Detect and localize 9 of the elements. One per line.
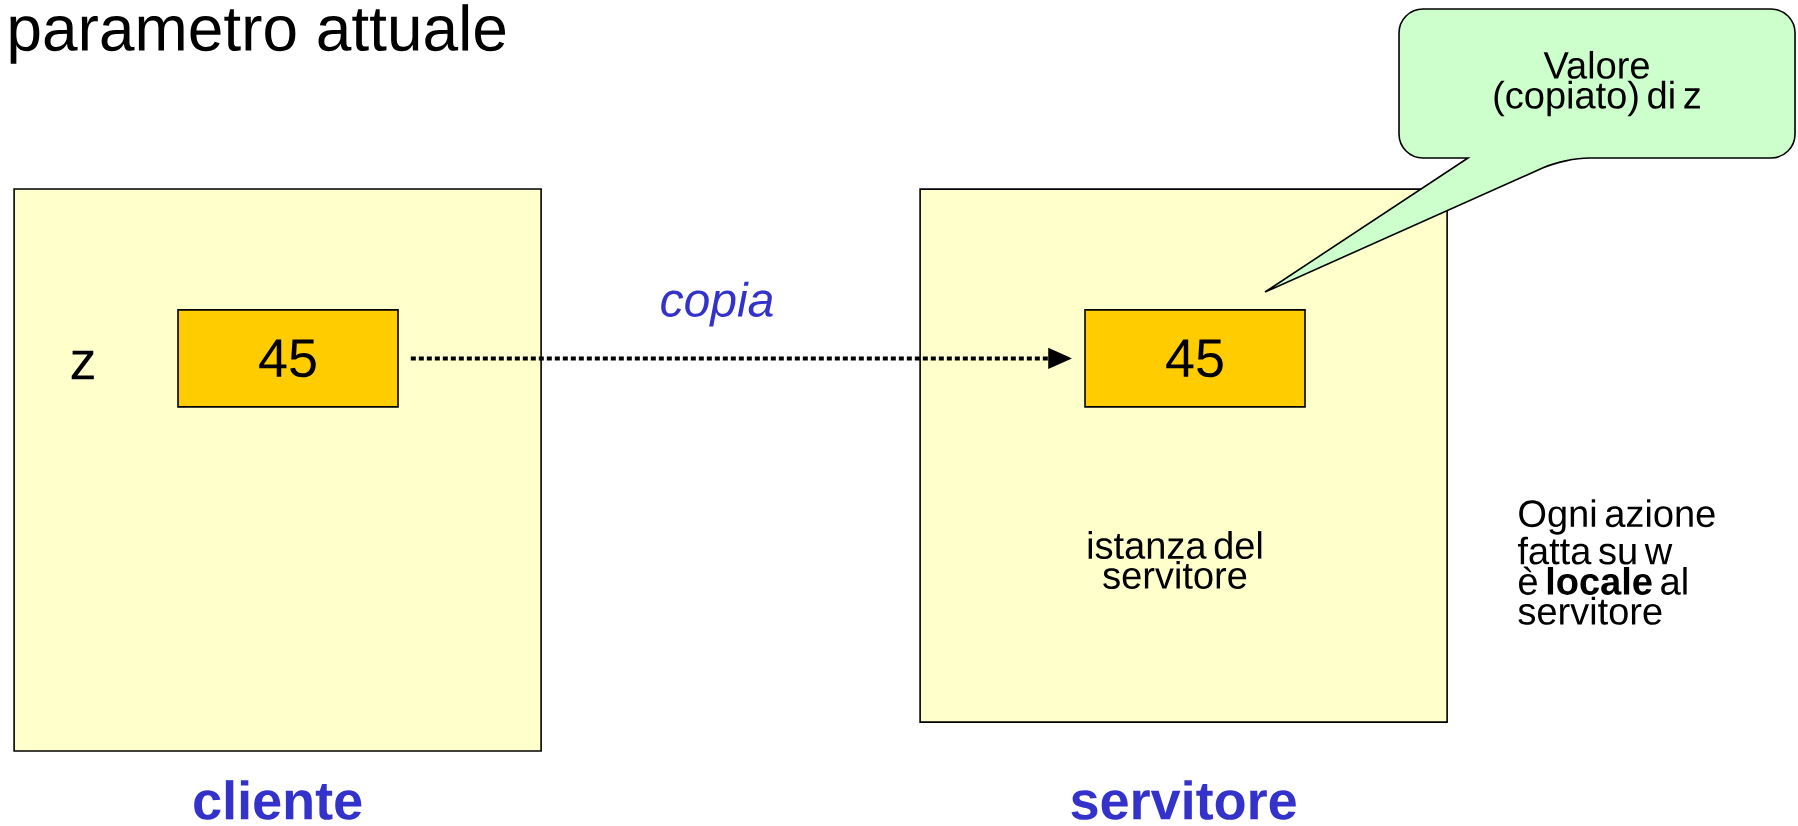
title: parametro attuale: [10, 4, 506, 64]
node-label: cliente: [194, 780, 362, 820]
note: Ogni azione fatta su w è locale al servitore: [1517, 499, 1715, 625]
node-label: servitore: [1071, 780, 1296, 820]
callout: Valore (copiato) di z: [1264, 8, 1796, 293]
value-box: 45: [1084, 309, 1306, 408]
variable-name: z: [71, 350, 94, 380]
value-box: 45: [177, 309, 399, 408]
edge-label: copia: [661, 281, 773, 327]
